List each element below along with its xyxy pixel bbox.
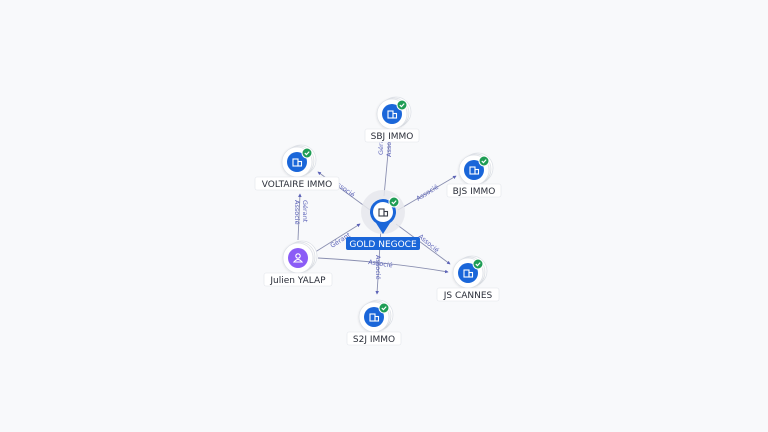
edge-center-bjs[interactable] [397,175,457,211]
edge-label-center-sbj-1: Associé [385,132,393,157]
building-icon [469,166,480,175]
edge-person-center[interactable] [311,223,361,255]
node-gold-negoce[interactable]: GOLD NEGOCE [346,190,420,250]
building-icon [387,110,398,119]
edge-person-jscannes[interactable] [317,257,449,274]
building-icon [292,158,303,167]
company-node-circle [458,263,478,283]
edge-center-jscannes[interactable] [395,223,451,265]
check-badge-icon [301,147,313,159]
node-sbj-immo[interactable]: SBJ IMMO [364,96,420,143]
node-label-s2j: S2J IMMO [353,335,395,345]
node-label-bjs: BJS IMMO [453,187,496,197]
check-badge-icon [378,302,390,314]
node-label-person: Julien YALAP [269,276,326,286]
node-label-voltaire: VOLTAIRE IMMO [262,180,333,190]
node-label-sbj: SBJ IMMO [371,132,414,142]
building-icon [369,313,380,322]
check-badge-icon [478,155,490,167]
edge-label-person-voltaire-1: Associé [293,200,301,225]
check-badge-icon [396,99,408,111]
node-julien-yalap[interactable]: Julien YALAP [263,240,333,287]
company-node-circle [382,104,402,124]
node-js-cannes[interactable]: JS CANNES [436,255,500,302]
edge-label-person-voltaire-0: Gérant [301,200,309,223]
company-node-circle [287,152,307,172]
node-bjs-immo[interactable]: BJS IMMO [446,152,502,198]
building-icon [378,208,389,217]
company-node-circle [464,160,484,180]
edge-label-center-sbj-0: Gérant [377,132,385,155]
check-badge-icon [388,196,400,208]
edge-label-center-jscannes: Associé [417,232,441,254]
edge-person-voltaire[interactable] [297,193,302,241]
node-voltaire-immo[interactable]: VOLTAIRE IMMO [254,144,340,191]
building-icon [463,269,474,278]
company-node-circle [364,307,384,327]
edge-label-center-s2j: Associé [374,255,382,280]
edge-label-person-jscannes: Associé [368,258,393,269]
node-label-jscannes: JS CANNES [443,291,493,301]
edge-label-center-bjs: Associé [415,183,440,203]
person-icon [292,253,304,263]
center-inner-circle [373,202,393,222]
node-label-center: GOLD NEGOCE [349,240,417,250]
check-badge-icon [472,258,484,270]
edge-center-sbj[interactable] [383,131,392,197]
nodes-layer: SBJ IMMO VOLTAIRE IMMO [254,96,502,346]
node-s2j-immo[interactable]: S2J IMMO [346,299,402,346]
